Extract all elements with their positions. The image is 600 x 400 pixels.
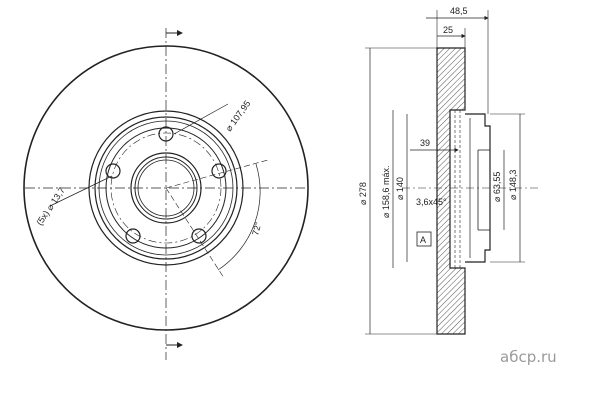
bolt-hole-2 [211,163,227,179]
bolt-hole-1 [158,126,174,142]
bolt-hole-4 [125,228,141,244]
chamfer-label: 3,6x45° [416,197,447,207]
angle-label: 72° [250,220,263,236]
dia-hat-label: ⌀ 140 [395,177,405,200]
dia-bore-label: ⌀ 63,55 [492,172,502,202]
hat-outer-ring [94,116,238,260]
center-bore-outer [130,152,202,224]
angle-arc [217,163,261,271]
pcd-leader [173,103,229,135]
datum-box [416,231,432,247]
side-view [365,10,540,335]
dia-outer-label: ⌀ 278 [358,182,368,205]
dia-friction-label: ⌀ 158,6 máx. [381,166,391,218]
hat-ring-2 [98,120,234,256]
disc-section-hatch [436,47,466,335]
disc-outer-edge [23,45,309,331]
watermark: aбcp.ru [500,348,557,366]
datum-label: A [420,235,426,245]
hat-depth-label: 39 [420,138,430,148]
dia-hub-label: ⌀ 148,3 [508,170,518,200]
center-bore-inner [134,156,198,220]
bolt-hole-leader [49,175,113,207]
center-bore-core [137,159,195,217]
bolt-hole-3 [191,228,207,244]
bolt-holes-label: (5x) ⌀ 13,7 [34,186,67,228]
braking-width-label: 25 [443,25,453,35]
bolt-hole-5 [105,163,121,179]
hat-ring-3 [105,127,227,249]
friction-inner-edge [88,110,244,266]
overall-width-label: 48,5 [450,6,468,16]
bolt-circle-pcd [110,132,222,244]
front-view [23,28,309,360]
bolt-holes [105,126,227,244]
